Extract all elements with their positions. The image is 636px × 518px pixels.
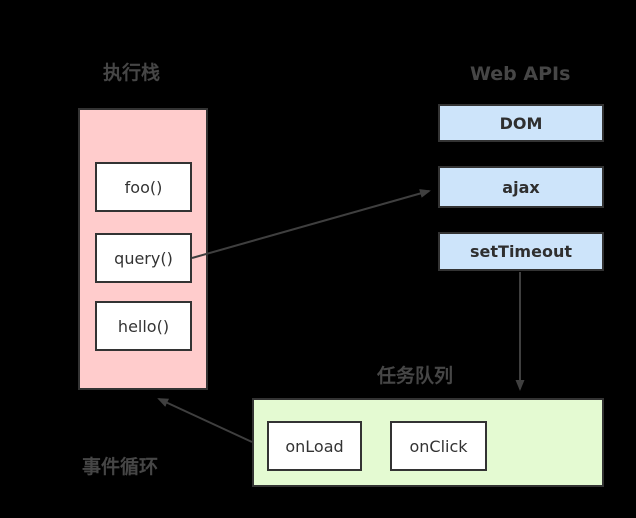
web-api-ajax-box: ajax	[438, 166, 604, 208]
web-api-dom-box: DOM	[438, 104, 604, 142]
stack-frame-query: query()	[95, 233, 192, 283]
stack-frame-hello: hello()	[95, 301, 192, 351]
web-apis-title: Web APIs	[470, 63, 571, 85]
web-api-settimeout-box: setTimeout	[438, 232, 604, 271]
event-loop-label: 事件循环	[82, 456, 159, 478]
arrow-query-to-ajax-icon	[191, 189, 431, 259]
stack-frame-foo: foo()	[95, 162, 192, 212]
task-queue-title: 任务队列	[377, 365, 454, 387]
task-onload-box: onLoad	[267, 421, 362, 471]
arrow-queue-to-stack-icon	[157, 398, 253, 443]
execution-stack-title: 执行栈	[103, 62, 161, 84]
task-onclick-box: onClick	[390, 421, 487, 471]
